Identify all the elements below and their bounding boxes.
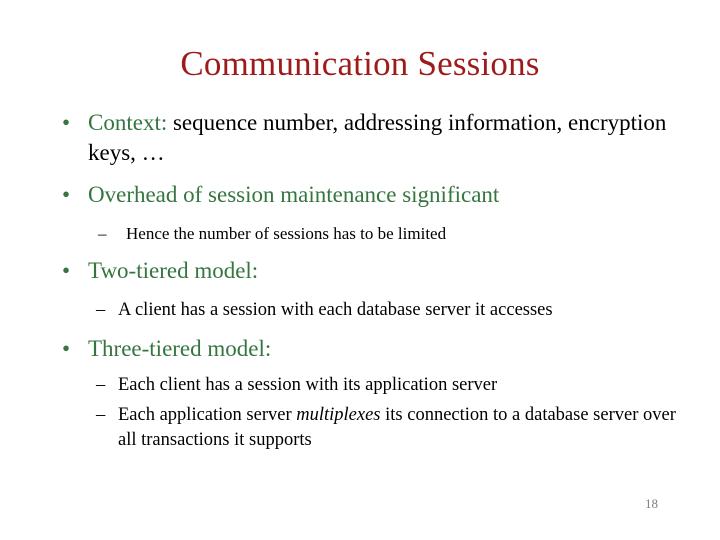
sub-bullet-text-multiplexes-after: its connection to a database server over… [118, 405, 676, 450]
en-dash-icon: – [96, 300, 106, 320]
bullet-item-context: • Context: sequence number, addressing i… [0, 108, 720, 168]
sub-bullet-text-client-session: A client has a session with each databas… [118, 300, 553, 320]
en-dash-icon: – [96, 375, 106, 395]
sub-bullet-item-each-client: – Each client has a session with its app… [0, 373, 720, 398]
en-dash-icon: – [96, 405, 106, 425]
sub-bullet-text-hence: Hence the number of sessions has to be l… [126, 224, 447, 243]
page-number: 18 [645, 496, 658, 511]
bullet-dot-icon: • [62, 336, 71, 361]
bullet-item-two-tiered: • Two-tiered model: [0, 256, 720, 286]
sub-bullet-text-multiplexes-before: Each application server [118, 405, 297, 425]
sub-bullet-text-multiplexes-emphasis: multiplexes [296, 405, 381, 425]
bullet-lead-context: Context: [88, 110, 168, 135]
bullet-text-overhead: Overhead of session maintenance signific… [88, 182, 500, 207]
bullet-text-two-tiered: Two-tiered model: [88, 258, 259, 283]
slide-body: • Context: sequence number, addressing i… [0, 108, 720, 453]
page-title: Communication Sessions [180, 44, 540, 83]
sub-bullet-item-hence: – Hence the number of sessions has to be… [0, 221, 720, 246]
sub-bullet-item-multiplexes: – Each application server multiplexes it… [0, 403, 720, 453]
bullet-dot-icon: • [62, 182, 71, 207]
bullet-text-context: sequence number, addressing information,… [88, 110, 667, 165]
bullet-item-overhead: • Overhead of session maintenance signif… [0, 180, 720, 210]
sub-bullet-text-each-client: Each client has a session with its appli… [118, 375, 498, 395]
bullet-item-three-tiered: • Three-tiered model: [0, 334, 720, 364]
bullet-dot-icon: • [62, 110, 71, 135]
sub-bullet-item-client-session: – A client has a session with each datab… [0, 298, 720, 323]
bullet-dot-icon: • [62, 258, 71, 283]
en-dash-icon: – [98, 224, 107, 243]
bullet-text-three-tiered: Three-tiered model: [88, 336, 272, 361]
